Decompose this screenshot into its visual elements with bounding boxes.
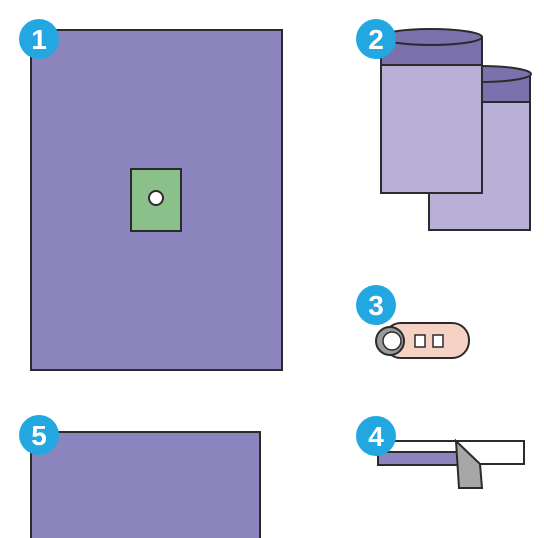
badge-4-label: 4 [368,421,384,452]
badge-5-label: 5 [31,420,47,451]
badge-3-label: 3 [368,290,384,321]
badge-3: 3 [356,285,396,325]
badge-1: 1 [19,19,59,59]
clip-ring-inner [383,332,401,350]
item-5-drape [31,432,260,538]
item-3-cable-clip [376,323,469,358]
item-4-tape-strip [378,441,524,488]
clip-slot-right [433,335,443,347]
sleeve-front [380,29,482,193]
item-2-sleeves [380,29,531,230]
badge-4: 4 [356,416,396,456]
badge-1-label: 1 [31,24,47,55]
item-1-large-drape [31,30,282,370]
drape-5-sheet [31,432,260,538]
fenestration-hole [149,191,163,205]
tape-purple-strip [378,452,462,465]
clip-slot-left [415,335,425,347]
badge-2: 2 [356,19,396,59]
badge-2-label: 2 [368,24,384,55]
badge-5: 5 [19,415,59,455]
